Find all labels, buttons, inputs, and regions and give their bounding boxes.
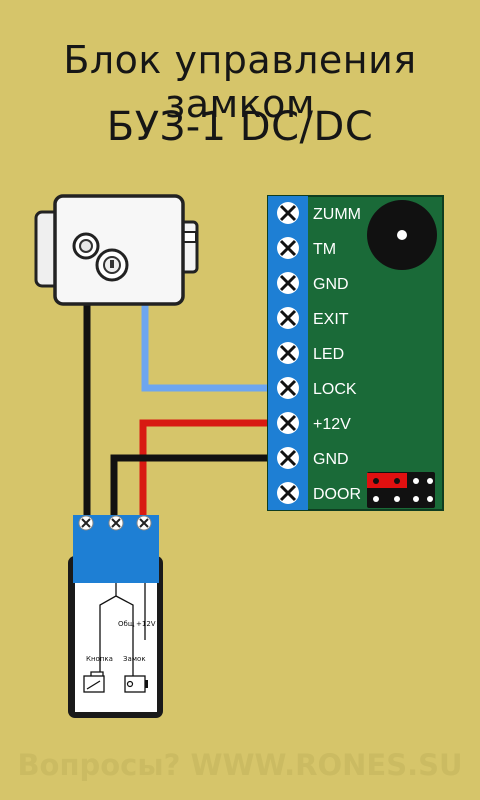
terminal-label: EXIT [313,311,349,328]
terminal-label: +12V [313,416,351,433]
terminal-screw-icon [277,202,299,224]
terminal-label: DOOR [313,486,361,503]
terminal-label: GND [313,276,349,293]
footer-contact: Вопросы? WWW.RONES.SU [17,748,463,782]
red-wire-12v [139,419,286,522]
label-button: Кнопка [86,655,113,663]
terminal-labels: ZUMM TM GND EXIT LED LOCK +12V GND DOOR [313,206,361,503]
terminal-screws [277,202,299,504]
terminal-screw-icon [277,342,299,364]
controller-board: ZUMM TM GND EXIT LED LOCK +12V GND DOOR [267,195,444,511]
terminal-screw-icon [277,237,299,259]
terminal-screw-icon [277,272,299,294]
label-lock: Замок [123,655,146,663]
lock-module: Общ +12V Кнопка Замок [68,515,163,718]
blue-wire-lock [141,302,286,392]
terminal-screw-icon [277,447,299,469]
terminal-label: LOCK [313,381,357,398]
terminal-label: ZUMM [313,206,361,223]
electric-lock [34,194,199,306]
page-subtitle: БУЗ-1 DC/DC [106,104,374,150]
module-schematic [90,583,146,676]
wires [83,302,286,522]
terminal-screw-icon [277,412,299,434]
terminal-screw-icon [277,377,299,399]
label-power: +12V [136,620,156,628]
page-title: Блок управления замком [63,38,417,126]
lock-body [53,194,185,306]
black-wire-gnd [110,454,286,522]
terminal-screw-icon [277,482,299,504]
terminal-screw-icon [277,307,299,329]
label-common: Общ [118,620,135,628]
jumper-icon [367,472,435,508]
terminal-label: TM [313,241,336,258]
terminal-label: LED [313,346,344,363]
terminal-label: GND [313,451,349,468]
